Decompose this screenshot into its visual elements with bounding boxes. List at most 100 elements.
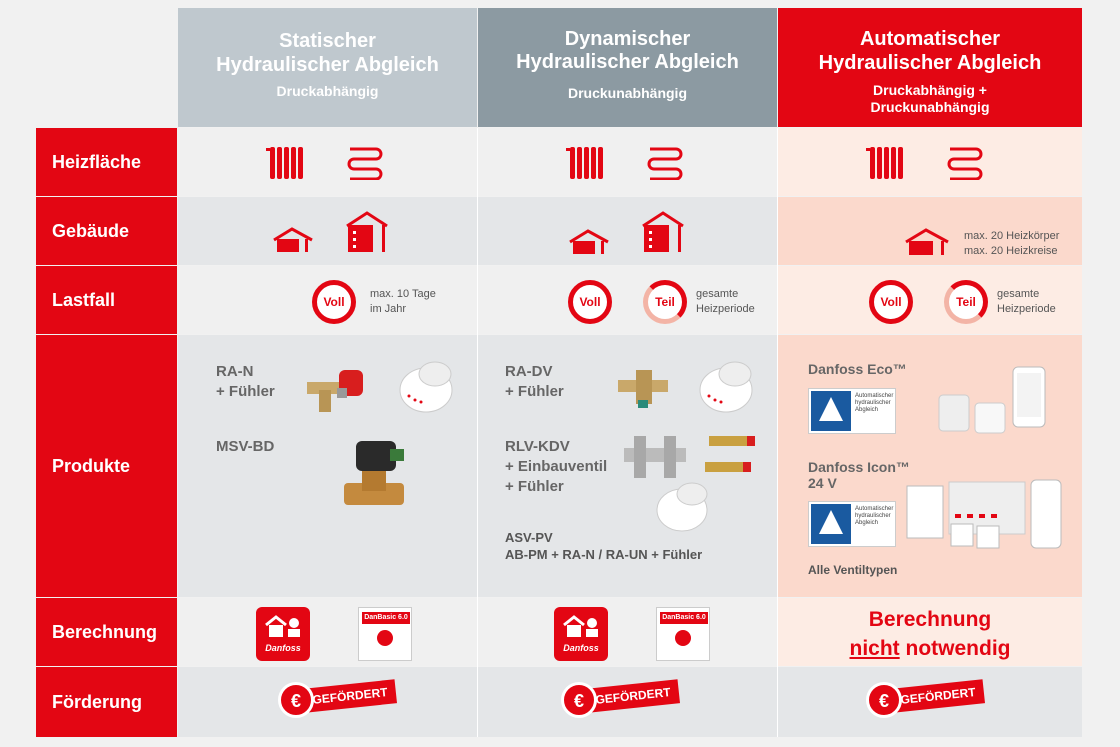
tuv-text-line3: Abgleich [855,407,879,413]
header-subtitle-line2: Druckunabhängig [870,99,990,115]
danfoss-app-icon[interactable]: Danfoss [554,607,608,661]
product-fuehler: + Fühler [505,478,564,495]
product-ab-pm: AB-PM + RA-N / RA-UN + Fühler [505,547,703,562]
header-subtitle: Druckabhängig [276,83,379,99]
floor-heating-icon [647,147,683,180]
gefoerdert-badge: GEFÖRDERT € [561,678,681,724]
tuv-logo-icon [811,504,851,544]
tuv-text-line3: Abgleich [855,520,879,526]
voll-badge: Voll [312,280,356,324]
gebaeude-note-line2: max. 20 Heizkreise [964,245,1058,257]
tuv-text-line2: hydraulischer [855,400,891,406]
euro-icon: € [561,682,597,718]
gefoerdert-badge: GEFÖRDERT € [866,678,986,724]
alle-ventiltypen: Alle Ventiltypen [808,563,898,577]
house-worker-icon [265,615,300,637]
column-divider [477,128,478,737]
teil-badge: Teil [944,280,988,324]
apartment-house-icon [346,211,388,252]
header-automatic: Automatischer Hydraulischer Abgleich Dru… [778,8,1082,127]
tuv-text-line1: Automatischer [855,393,894,399]
row-bg-gebaeude [178,197,778,265]
product-asv-pv: ASV-PV [505,530,553,545]
voll-badge: Voll [568,280,612,324]
gefoerdert-badge: GEFÖRDERT € [278,678,398,724]
tuv-certificate: Automatischer hydraulischer Abgleich [808,501,896,547]
teil-badge: Teil [643,280,687,324]
row-label-produkte: Produkte [36,335,177,597]
row-bg-lastfall [178,266,778,334]
tuv-logo-icon [811,391,851,431]
lastfall-note-line1: gesamte [696,288,739,300]
header-title-line1: Statischer [279,30,376,52]
notwendig-text: notwendig [905,637,1011,660]
row-label-foerderung: Förderung [36,667,177,737]
row-bg-berechnung-auto [778,598,1082,666]
apartment-house-icon [642,211,684,252]
product-ra-dv-fuehler: + Fühler [505,383,564,400]
voll-badge: Voll [869,280,913,324]
small-house-icon [569,229,609,254]
header-title-line1: Automatischer [859,28,1001,50]
danfoss-app-icon[interactable]: Danfoss [256,607,310,661]
lastfall-note-line2: Heizperiode [997,303,1056,315]
product-einbauventil: + Einbauventil [505,458,608,475]
danbasic-badge-icon [377,630,393,646]
thermostat-head-image [399,361,453,413]
eco-devices-image [938,366,1046,434]
balancing-valve-image [344,441,404,505]
lastfall-note-line2: Heizperiode [696,303,755,315]
header-title-line1: Dynamischer [564,28,691,50]
row-label-lastfall: Lastfall [36,266,177,334]
gefoerdert-label: GEFÖRDERT [302,679,398,713]
danbasic-label: DanBasic 6.0 [362,612,410,624]
row-bg-heizflaeche-auto [778,128,1082,196]
danfoss-logo: Danfoss [563,643,599,653]
small-house-icon [273,227,313,252]
product-danfoss-icon: Danfoss Icon™ [808,459,910,475]
lastfall-note-line1: gesamte [997,288,1040,300]
gefoerdert-label: GEFÖRDERT [890,679,986,713]
euro-icon: € [866,682,902,718]
tuv-text-line1: Automatischer [855,506,894,512]
radiator-icon [566,147,603,179]
valve-image [307,370,363,412]
row-label-gebaeude: Gebäude [36,197,177,265]
row-bg-produkte [178,335,778,597]
product-danfoss-icon-24v: 24 V [808,475,837,491]
danbasic-badge-icon [675,630,691,646]
product-ra-n-fuehler: + Fühler [216,383,275,400]
header-subtitle-line1: Druckabhängig + [873,82,987,98]
insert-valve-image [705,436,755,472]
danfoss-logo: Danfoss [265,643,301,653]
house-worker-icon [563,615,598,637]
floor-heating-icon [347,147,383,180]
column-divider [777,128,778,737]
header-title-line2: Hydraulischer Abgleich [516,51,739,73]
floor-heating-icon [947,147,983,180]
product-rlv-kdv: RLV-KDV [505,438,570,455]
euro-icon: € [278,682,314,718]
product-ra-dv: RA-DV [505,363,553,380]
danbasic-label: DanBasic 6.0 [660,612,708,624]
gebaeude-note-line1: max. 20 Heizkörper [964,230,1060,242]
danbasic-box[interactable]: DanBasic 6.0 [358,607,412,661]
product-ra-n: RA-N [216,363,254,380]
gefoerdert-label: GEFÖRDERT [585,679,681,713]
valve-image [624,436,686,478]
tuv-certificate: Automatischer hydraulischer Abgleich [808,388,896,434]
berechnung-auto-line1: Berechnung [868,608,992,631]
berechnung-auto-line2: nicht notwendig [778,636,1082,661]
header-title-line2: Hydraulischer Abgleich [216,54,439,76]
radiator-icon [266,147,303,179]
header-title-line2: Hydraulischer Abgleich [818,52,1042,74]
danbasic-box[interactable]: DanBasic 6.0 [656,607,710,661]
lastfall-note-line1: max. 10 Tage [370,288,436,300]
row-label-heizflaeche: Heizfläche [36,128,177,196]
row-label-berechnung: Berechnung [36,598,177,666]
header-static: Statischer Hydraulischer Abgleich Drucka… [178,8,477,127]
product-danfoss-eco: Danfoss Eco™ [808,361,907,377]
thermostat-head-image [699,361,753,413]
icon-system-devices-image [906,479,1062,549]
nicht-text: nicht [849,637,900,660]
